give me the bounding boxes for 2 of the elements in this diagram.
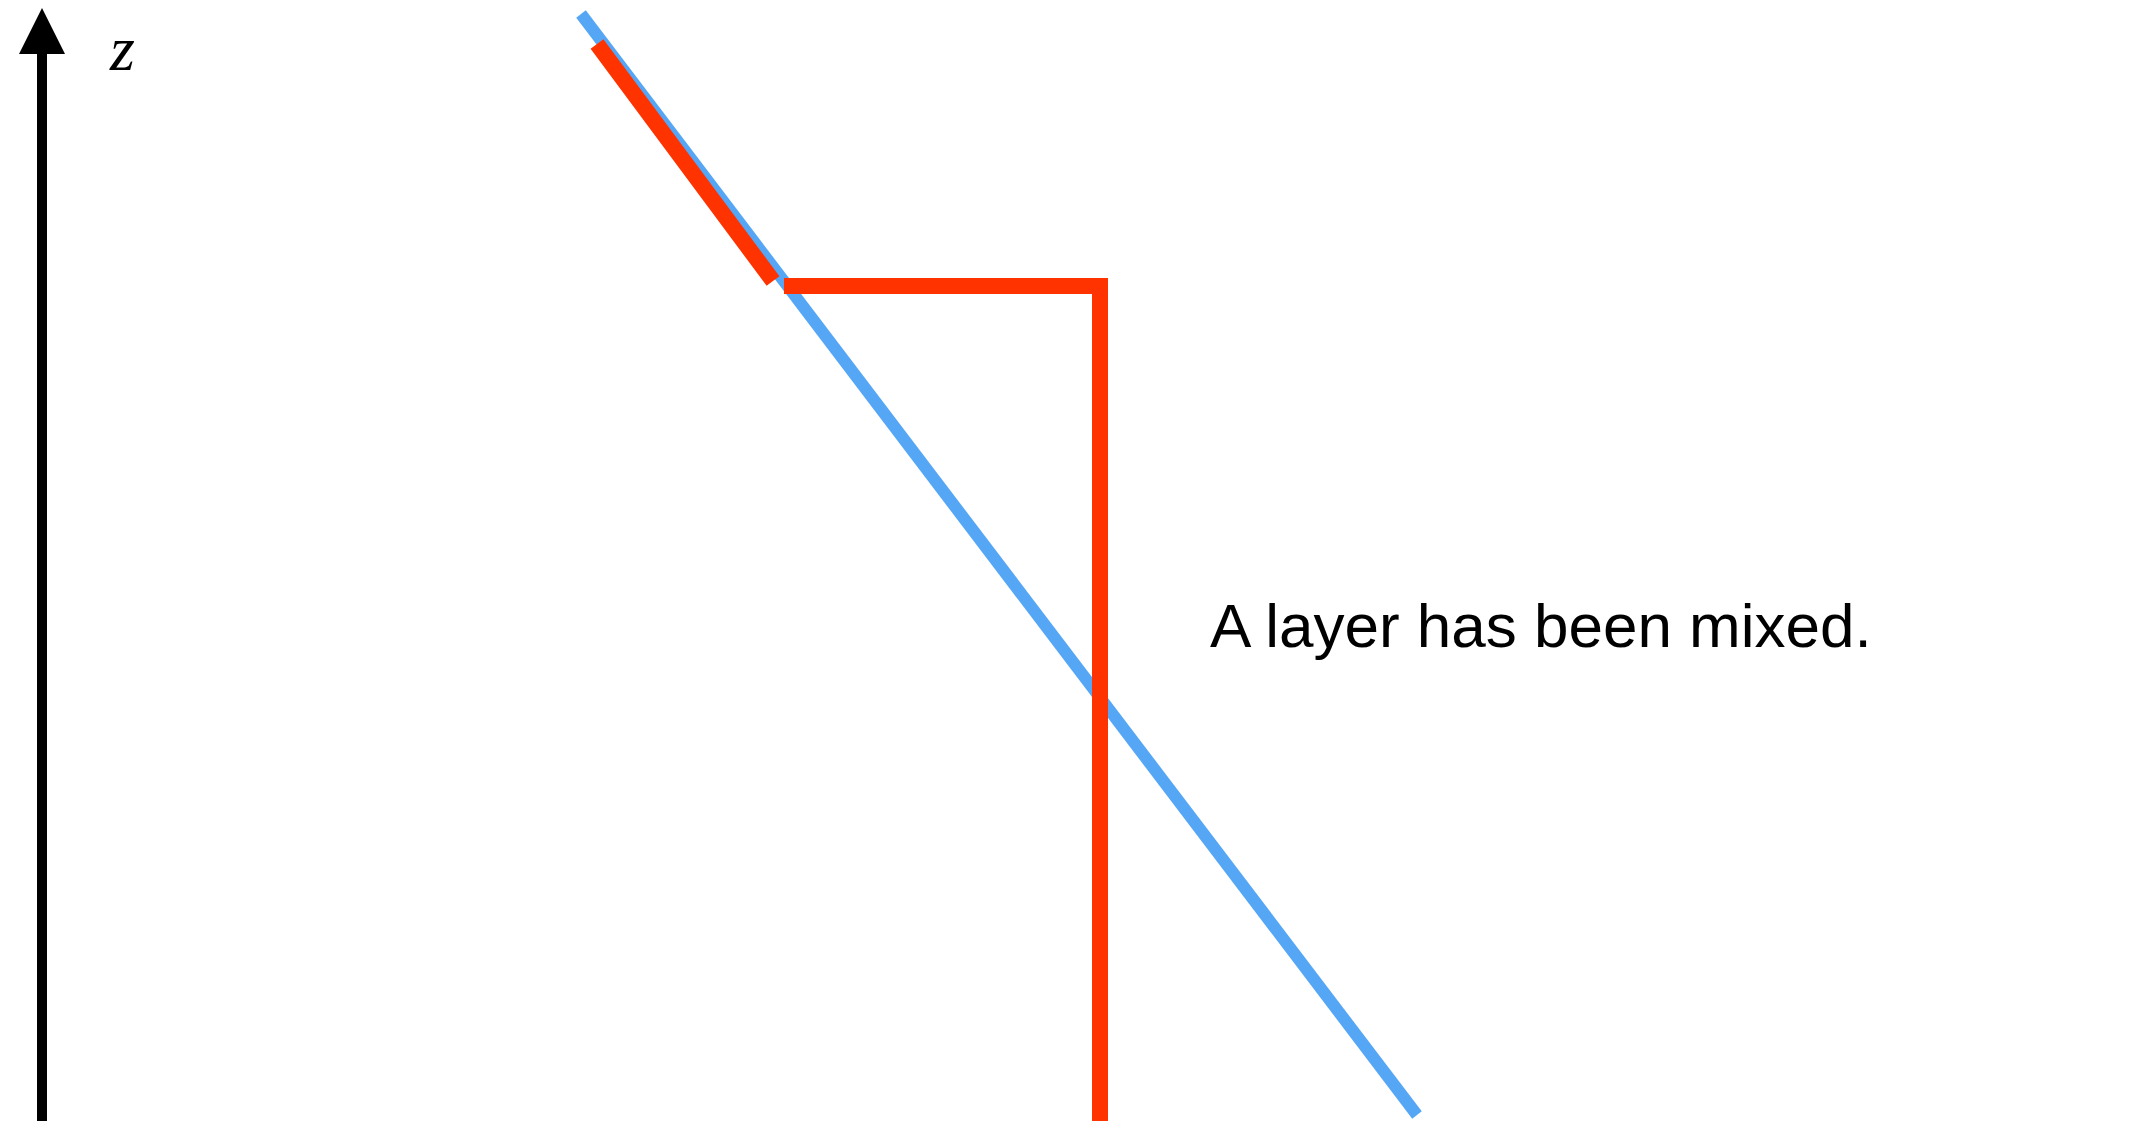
- annotation-text: A layer has been mixed.: [1210, 590, 1872, 661]
- axis-label: z: [110, 12, 135, 86]
